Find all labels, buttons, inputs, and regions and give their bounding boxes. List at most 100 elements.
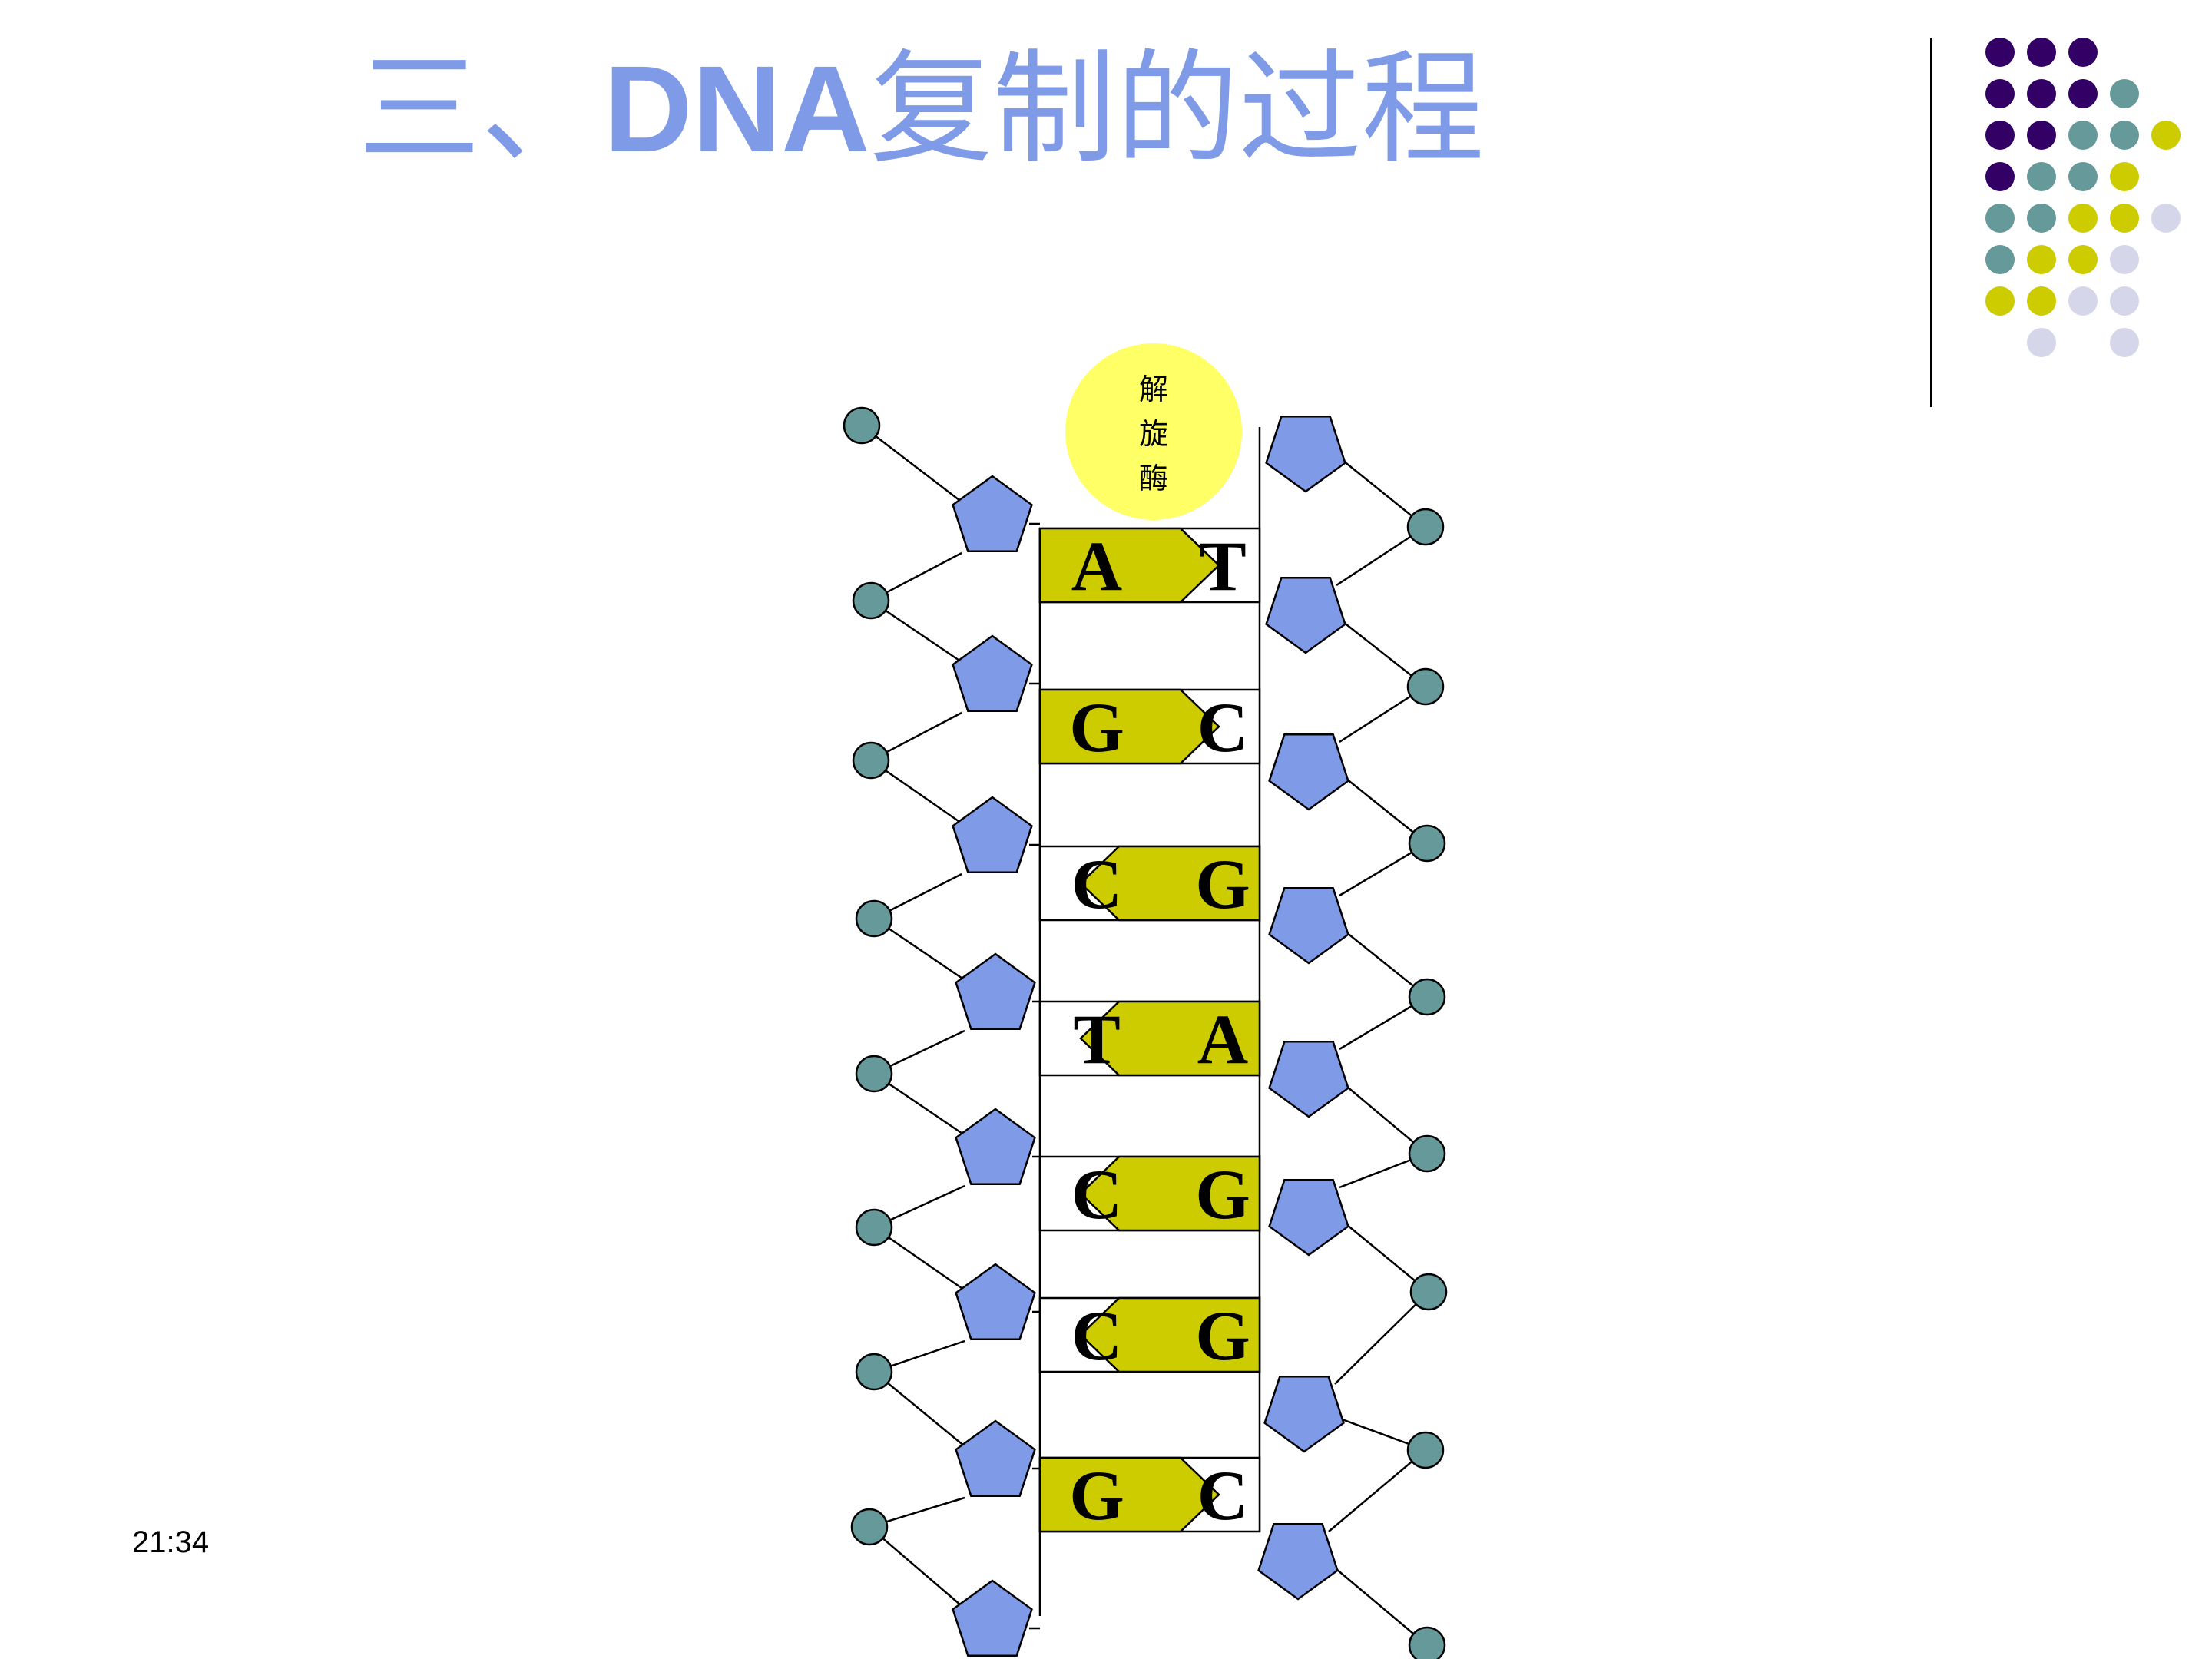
decor-dot bbox=[2027, 79, 2056, 108]
decor-dot bbox=[2110, 79, 2139, 108]
decor-dot bbox=[2027, 38, 2056, 67]
sugar-pentagon bbox=[952, 796, 1033, 873]
decor-dot bbox=[2068, 204, 2098, 233]
sugar-pentagon bbox=[1268, 887, 1349, 965]
helicase-enzyme: 解旋酶 bbox=[1065, 343, 1242, 520]
backbone-line bbox=[873, 1072, 970, 1140]
base-right-letter: G bbox=[1195, 1296, 1250, 1375]
decor-dot bbox=[2068, 162, 2098, 191]
decor-dot bbox=[2110, 328, 2139, 357]
decor-dot bbox=[2068, 38, 2098, 67]
backbone-line bbox=[1328, 1449, 1426, 1532]
decor-dot bbox=[1985, 286, 2015, 316]
backbone-line bbox=[869, 1526, 967, 1611]
sugar-pentagon bbox=[1268, 1041, 1349, 1118]
base-shape bbox=[1079, 1155, 1261, 1232]
sugar-pentagon bbox=[952, 475, 1033, 552]
sugar-pentagon bbox=[1263, 1376, 1345, 1453]
decor-dot bbox=[2068, 79, 2098, 108]
decor-dot bbox=[1985, 162, 2015, 191]
decor-dot bbox=[2110, 204, 2139, 233]
decor-divider-line bbox=[1930, 38, 1932, 407]
decor-dot bbox=[2110, 245, 2139, 274]
decor-dot bbox=[2110, 286, 2139, 316]
base-right-letter: G bbox=[1195, 845, 1250, 923]
decor-dot bbox=[2151, 204, 2181, 233]
base-right-letter: A bbox=[1197, 1000, 1248, 1078]
decor-dot bbox=[2027, 286, 2056, 316]
decor-dot bbox=[1985, 79, 2015, 108]
phosphate-circle bbox=[843, 406, 881, 445]
helicase-label-char: 旋 bbox=[1139, 417, 1168, 451]
base-right-letter: C bbox=[1197, 688, 1248, 767]
phosphate-circle bbox=[852, 741, 890, 780]
base-shape bbox=[1038, 1456, 1220, 1533]
sugar-pentagon bbox=[955, 1108, 1036, 1185]
sugar-pentagon bbox=[955, 1263, 1036, 1340]
base-shape bbox=[1038, 527, 1220, 604]
sugar-pentagon bbox=[1268, 1179, 1349, 1257]
base-shape bbox=[1038, 688, 1220, 765]
base-right-letter: C bbox=[1197, 1456, 1248, 1535]
phosphate-circle bbox=[1408, 824, 1446, 863]
sugar-pentagon bbox=[955, 1419, 1036, 1497]
title-suffix: 复制的过程 bbox=[869, 37, 1485, 180]
base-shape bbox=[1079, 845, 1261, 922]
sugar-pentagon bbox=[1257, 1523, 1339, 1601]
phosphate-circle bbox=[852, 581, 890, 620]
decor-dot bbox=[1985, 204, 2015, 233]
backbone-line bbox=[861, 425, 967, 506]
base-shape bbox=[1079, 1296, 1261, 1373]
decor-dot bbox=[2027, 245, 2056, 274]
backbone-line bbox=[870, 759, 967, 828]
decor-dot bbox=[1985, 121, 2015, 150]
decor-dot-grid bbox=[1985, 38, 2181, 357]
phosphate-circle bbox=[1406, 667, 1445, 706]
phosphate-circle bbox=[1408, 978, 1446, 1016]
backbone-line bbox=[1334, 1291, 1429, 1385]
title-prefix: 三、 bbox=[358, 37, 604, 180]
sugar-pentagon bbox=[1265, 416, 1346, 493]
decor-dot bbox=[2110, 121, 2139, 150]
phosphate-circle bbox=[850, 1508, 889, 1546]
decor-dot bbox=[1985, 38, 2015, 67]
decor-dot bbox=[1985, 245, 2015, 274]
base-left-letter: C bbox=[1071, 1155, 1122, 1233]
base-left-letter: G bbox=[1069, 1456, 1124, 1535]
backbone-line bbox=[1331, 1565, 1428, 1646]
decor-dot bbox=[2027, 204, 2056, 233]
decor-dot bbox=[2068, 286, 2098, 316]
decor-dot bbox=[2027, 328, 2056, 357]
base-shape bbox=[1079, 1000, 1261, 1077]
phosphate-circle bbox=[1406, 508, 1445, 546]
sugar-pentagon bbox=[952, 634, 1033, 712]
decor-dot bbox=[2151, 121, 2181, 150]
sugar-pentagons bbox=[952, 416, 1349, 1657]
backbone-line bbox=[870, 599, 967, 667]
phosphate-circles bbox=[843, 406, 1448, 1659]
base-right-letter: T bbox=[1199, 527, 1246, 605]
backbone-line bbox=[873, 917, 970, 985]
phosphate-circle bbox=[1408, 1134, 1446, 1173]
base-right-letter: G bbox=[1195, 1155, 1250, 1233]
base-left-letter: C bbox=[1071, 1296, 1122, 1375]
decor-dot bbox=[2027, 162, 2056, 191]
decor-dot bbox=[2110, 162, 2139, 191]
backbone-line bbox=[873, 1226, 970, 1295]
phosphate-circle bbox=[855, 1353, 893, 1391]
decor-dot bbox=[2068, 121, 2098, 150]
title-dna: DNA bbox=[604, 40, 870, 177]
base-left-letter: A bbox=[1071, 527, 1122, 605]
helicase-label-char: 解 bbox=[1139, 373, 1168, 406]
phosphate-circle bbox=[1409, 1273, 1448, 1311]
phosphate-circle bbox=[855, 1208, 893, 1247]
sugar-pentagon bbox=[955, 952, 1036, 1030]
